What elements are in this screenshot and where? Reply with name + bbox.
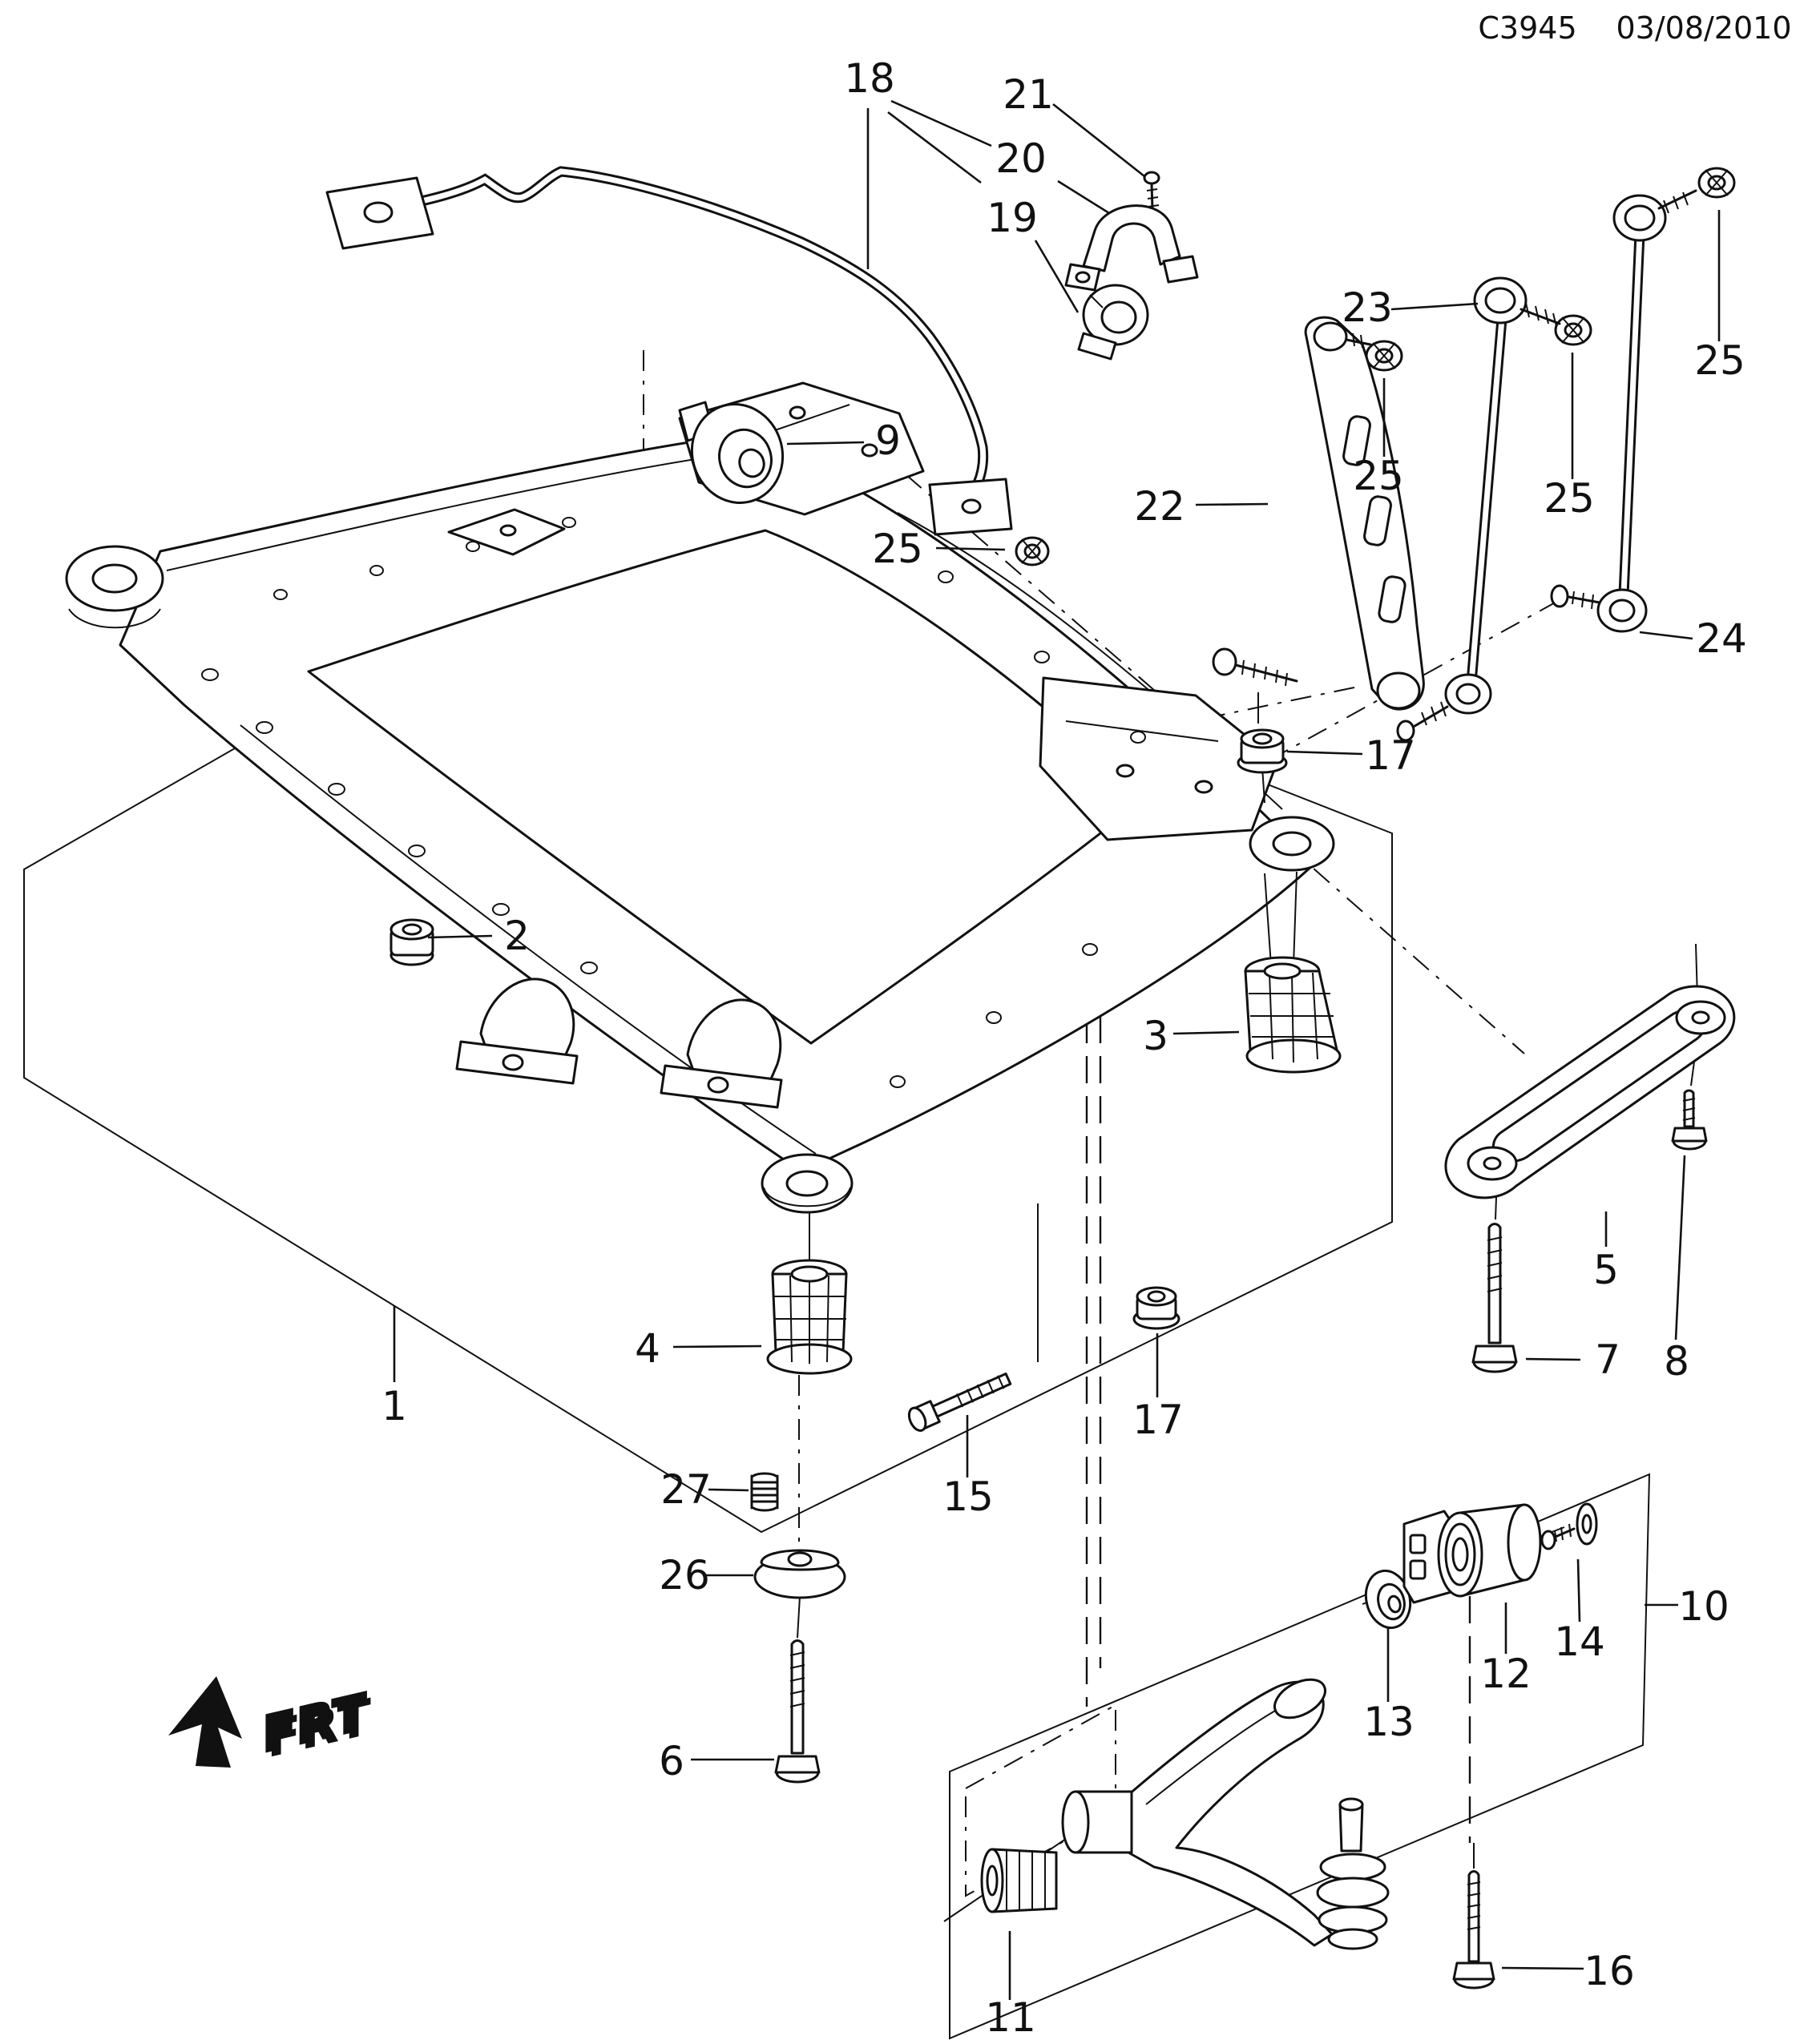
callout-label-21: 21 bbox=[1003, 71, 1054, 118]
callout-label-3: 3 bbox=[1143, 1013, 1168, 1059]
callout-label-10: 10 bbox=[1678, 1583, 1729, 1630]
callout-label-4: 4 bbox=[635, 1325, 660, 1372]
part-22-link-bracket bbox=[1212, 316, 1425, 711]
part-15-bolt bbox=[907, 1372, 1012, 1433]
leader-line-24 bbox=[1639, 631, 1693, 640]
part-17-nut-lower bbox=[1132, 1286, 1180, 1330]
leader-line-21 bbox=[1052, 103, 1145, 178]
leader-line-7 bbox=[1525, 1357, 1581, 1361]
part-2-nut bbox=[389, 918, 434, 966]
leader-line-18 bbox=[887, 111, 982, 184]
frt-direction-icon: FRT FRT bbox=[168, 1676, 371, 1769]
part-16-bolt bbox=[1452, 1870, 1495, 1990]
page-code: C3945 bbox=[1478, 10, 1576, 46]
callout-label-17: 17 bbox=[1365, 732, 1416, 779]
callout-label-1: 1 bbox=[381, 1383, 407, 1429]
callout-label-15: 15 bbox=[942, 1474, 994, 1520]
callout-label-7: 7 bbox=[1595, 1336, 1620, 1383]
part-26-washer bbox=[753, 1549, 846, 1599]
callout-label-25: 25 bbox=[1694, 337, 1745, 384]
page-header: C3945 03/08/2010 bbox=[1478, 10, 1791, 46]
part-17-nut-upper bbox=[1237, 728, 1288, 774]
callout-label-11: 11 bbox=[985, 1994, 1036, 2041]
part-25-nut-b bbox=[1554, 314, 1592, 346]
callout-label-18: 18 bbox=[844, 55, 895, 102]
part-24-stabilizer-link bbox=[1550, 189, 1697, 633]
part-19-stabilizer-bushing bbox=[1077, 284, 1149, 361]
callout-label-27: 27 bbox=[660, 1466, 712, 1513]
part-11-bushing bbox=[980, 1848, 1058, 1913]
part-4-bushing bbox=[766, 1259, 853, 1375]
callout-label-24: 24 bbox=[1696, 615, 1747, 662]
control-arm-isometric-box bbox=[949, 1473, 1651, 2040]
callout-label-20: 20 bbox=[995, 135, 1047, 182]
part-27-spring bbox=[750, 1472, 779, 1512]
part-25-nut-c bbox=[1365, 340, 1403, 372]
callout-label-8: 8 bbox=[1664, 1338, 1689, 1385]
part-25-nut-d bbox=[1015, 536, 1050, 566]
callout-label-19: 19 bbox=[987, 195, 1038, 241]
callout-label-13: 13 bbox=[1363, 1699, 1415, 1745]
callout-label-16: 16 bbox=[1584, 1948, 1635, 1994]
part-21-clamp-bolt bbox=[1143, 171, 1160, 212]
part-20-stabilizer-clamp bbox=[1064, 204, 1199, 292]
leader-line-18 bbox=[890, 99, 992, 147]
leader-line-17 bbox=[1286, 750, 1363, 756]
callout-label-25: 25 bbox=[1544, 475, 1595, 522]
frt-label: FRT bbox=[262, 1683, 366, 1764]
subframe-isometric-box bbox=[23, 527, 1393, 1534]
part-23-stabilizer-link bbox=[1396, 276, 1561, 742]
leader-line-23 bbox=[1390, 302, 1479, 311]
callout-label-5: 5 bbox=[1593, 1247, 1619, 1293]
callout-label-25: 25 bbox=[1353, 453, 1404, 499]
part-18-stabilizer-bar bbox=[325, 166, 1013, 536]
page-date: 03/08/2010 bbox=[1616, 10, 1791, 46]
callout-label-6: 6 bbox=[659, 1738, 684, 1784]
leader-line-25 bbox=[935, 546, 1006, 551]
part-7-bolt bbox=[1471, 1223, 1518, 1373]
part-5-bracket-plate bbox=[1444, 985, 1736, 1199]
leader-line-4 bbox=[672, 1345, 762, 1349]
callout-label-23: 23 bbox=[1342, 284, 1393, 331]
part-3-bushing bbox=[1244, 956, 1342, 1074]
part-25-nut-a bbox=[1697, 167, 1736, 199]
part-9-bushing bbox=[678, 401, 785, 504]
part-14-screw bbox=[1540, 1502, 1598, 1550]
callout-label-26: 26 bbox=[659, 1552, 710, 1599]
callout-label-17: 17 bbox=[1132, 1397, 1184, 1443]
part-12-bushing bbox=[1402, 1503, 1542, 1604]
callout-label-9: 9 bbox=[875, 417, 901, 464]
part-10-control-arm-assembly bbox=[980, 1502, 1598, 1950]
callout-label-14: 14 bbox=[1554, 1619, 1605, 1665]
callout-label-25: 25 bbox=[872, 526, 923, 572]
leader-lines bbox=[393, 99, 1721, 2000]
leader-line-8 bbox=[1674, 1155, 1686, 1340]
leader-line-3 bbox=[1172, 1030, 1240, 1035]
part-8-bolt bbox=[1671, 1089, 1708, 1151]
part-6-bolt bbox=[774, 1639, 821, 1784]
callout-label-2: 2 bbox=[504, 913, 530, 959]
leader-line-14 bbox=[1576, 1558, 1581, 1623]
callout-label-12: 12 bbox=[1480, 1651, 1532, 1697]
leader-line-9 bbox=[786, 441, 865, 445]
part-1-subframe-crossmember bbox=[65, 381, 1335, 1214]
leader-line-22 bbox=[1195, 502, 1269, 506]
leader-line-2 bbox=[427, 934, 493, 939]
leader-line-19 bbox=[1034, 240, 1080, 313]
subframe-holes bbox=[201, 517, 1146, 1088]
leader-line-16 bbox=[1501, 1966, 1584, 1970]
leader-line-20 bbox=[1057, 179, 1110, 215]
callout-label-22: 22 bbox=[1134, 483, 1185, 530]
